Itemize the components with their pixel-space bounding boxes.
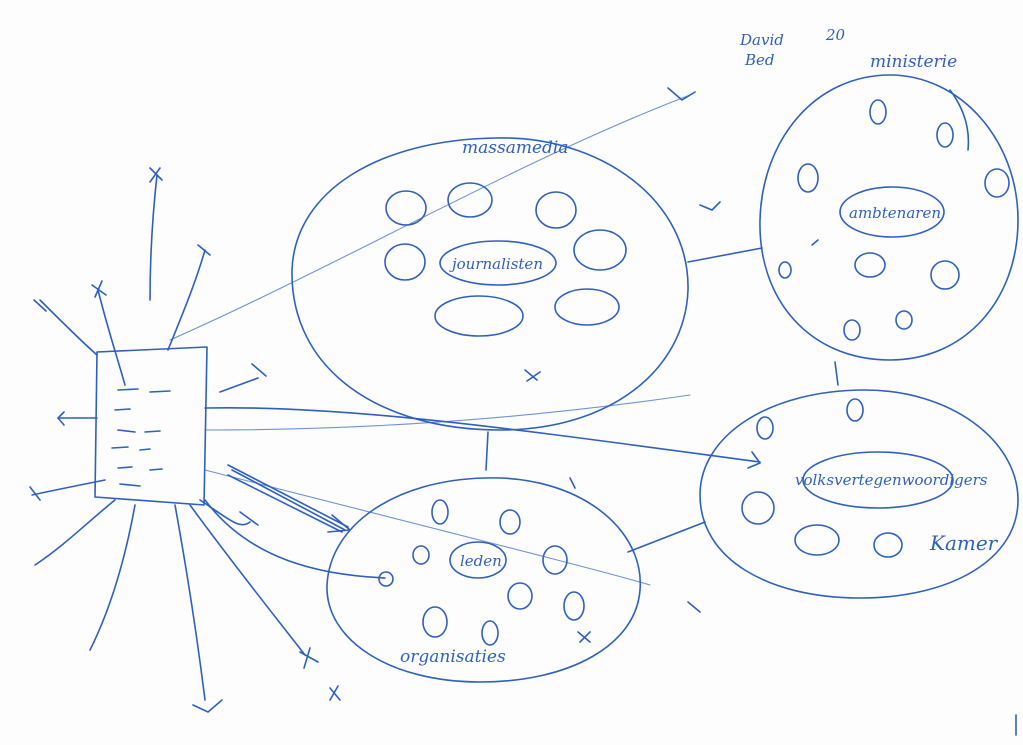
leden-label: leden: [460, 552, 502, 570]
massamedia-group: massamedia journalisten: [291, 137, 689, 431]
kamer-group: volksvertegenwoordigers Kamer: [699, 389, 1019, 599]
organisaties-group: organisaties leden: [326, 477, 641, 683]
ministerie-group: ministerie ambtenaren: [759, 52, 1019, 361]
document-box: [94, 346, 208, 506]
organisaties-label: organisaties: [400, 647, 506, 667]
arrows: [204, 406, 761, 587]
author-annotation: David Bed 20: [739, 26, 846, 69]
author-name-line2: Bed: [744, 51, 775, 69]
journalisten-label: journalisten: [449, 255, 543, 273]
kamer-label: Kamer: [929, 531, 999, 555]
author-name-line1: David: [739, 31, 784, 49]
radiating-lines: [29, 167, 341, 713]
faint-lines: [169, 94, 691, 586]
ambtenaren-label: ambtenaren: [849, 204, 941, 222]
connectors: [485, 247, 839, 553]
loose-marks: [569, 87, 1017, 736]
massamedia-label: massamedia: [462, 138, 568, 158]
author-number: 20: [825, 26, 846, 44]
ministerie-label: ministerie: [870, 52, 957, 72]
volksvertegenwoordigers-label: volksvertegenwoordigers: [795, 471, 988, 489]
